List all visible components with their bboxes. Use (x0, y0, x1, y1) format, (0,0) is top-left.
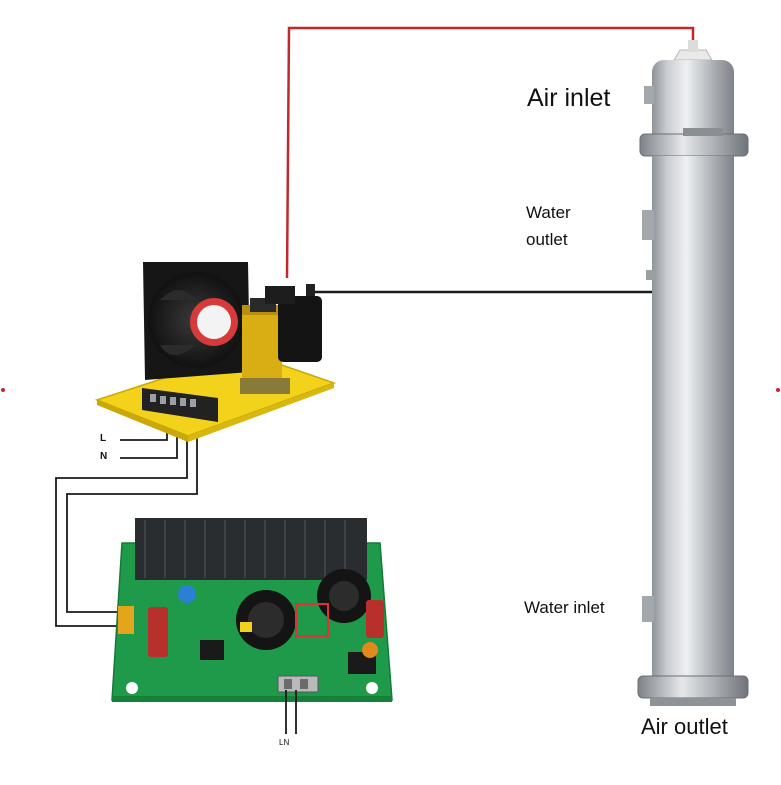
transformer-assembly (94, 262, 337, 442)
power-input-wires (285, 690, 297, 734)
ozone-tube-icon (637, 40, 749, 706)
transformer-icon (240, 286, 322, 394)
high-voltage-wire (285, 26, 695, 279)
air-inlet-label: Air inlet (527, 84, 611, 112)
power-input-label: LN (279, 738, 290, 747)
water-outlet-label-line2: outlet (526, 230, 568, 249)
fan-icon (143, 262, 250, 380)
circuit-board-icon (111, 518, 393, 702)
water-inlet-label: Water inlet (524, 598, 605, 617)
neutral-wire-label: N (100, 451, 108, 462)
ground-wire (306, 284, 654, 306)
air-outlet-label: Air outlet (641, 714, 728, 739)
water-outlet-label-line1: Water (526, 203, 571, 222)
live-wire-label: L (100, 433, 107, 444)
terminal-block-icon (142, 388, 218, 422)
